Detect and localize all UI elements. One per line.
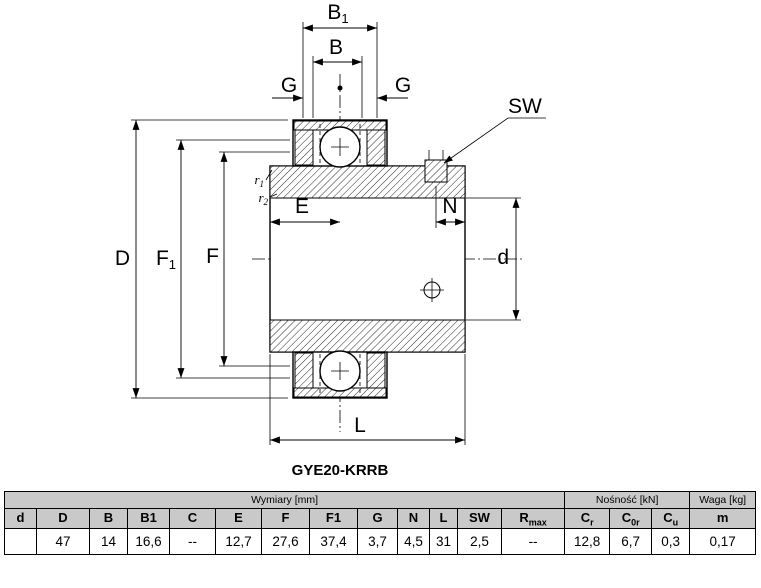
- bearing-inner-ring: [269, 165, 466, 353]
- dim-label-n: N: [442, 195, 457, 218]
- value-b1: 16,6: [127, 528, 170, 555]
- fillet-radius-labels: r1 r2: [254, 169, 278, 207]
- dim-label-g-right: G: [395, 74, 411, 97]
- dimension-b1: B1: [302, 1, 378, 118]
- bearing-top-section: [292, 119, 388, 168]
- value-cap-d: 47: [36, 528, 90, 555]
- dimension-f1: F1: [156, 139, 290, 379]
- value-l: 31: [429, 528, 458, 555]
- value-m: 0,17: [689, 528, 757, 555]
- dimension-d-bore: d: [466, 197, 521, 321]
- col-header-l: L: [429, 508, 458, 529]
- dim-label-e: E: [295, 195, 309, 218]
- dimension-f: F: [206, 151, 290, 367]
- col-header-cr: Cr: [564, 508, 611, 529]
- table-header-row: d D B B1 C E F F1 G N L SW Rmax Cr C0r C…: [4, 508, 757, 529]
- value-cr: 12,8: [564, 528, 611, 555]
- value-d: [4, 528, 37, 555]
- table-value-row: 47 14 16,6 -- 12,7 27,6 37,4 3,7 4,5 31 …: [4, 528, 757, 555]
- callout-sw: SW: [443, 95, 546, 164]
- value-c0r: 6,7: [609, 528, 653, 555]
- col-header-cap-d: D: [36, 508, 90, 529]
- table-group-row: Wymiary [mm] Nośność [kN] Waga [kg]: [3, 491, 757, 509]
- col-header-b: B: [89, 508, 128, 529]
- dimension-d-outer: D: [115, 119, 288, 399]
- value-c: --: [169, 528, 216, 555]
- dim-label-b: B: [329, 36, 343, 59]
- col-header-f: F: [261, 508, 310, 529]
- col-header-d: d: [4, 508, 37, 529]
- bearing-bottom-section: [292, 350, 388, 399]
- col-header-n: N: [397, 508, 430, 529]
- col-header-c0r: C0r: [609, 508, 653, 529]
- value-f: 27,6: [261, 528, 310, 555]
- col-header-cu: Cu: [651, 508, 691, 529]
- value-n: 4,5: [397, 528, 430, 555]
- dimension-b: B: [312, 36, 363, 118]
- dim-label-sw: SW: [508, 95, 542, 118]
- col-header-rmax: Rmax: [500, 508, 566, 529]
- dim-label-d-outer: D: [115, 247, 130, 270]
- dimension-g: G G: [272, 74, 411, 102]
- dim-label-g-left: G: [281, 74, 297, 97]
- dimension-e: E: [270, 195, 340, 226]
- dim-label-r1: r1: [254, 172, 264, 189]
- bearing-technical-drawing: B1 B G G SW D F1 F: [115, 1, 546, 445]
- value-f1: 37,4: [309, 528, 358, 555]
- col-header-f1: F1: [309, 508, 358, 529]
- group-header-dimensions: Wymiary [mm]: [3, 491, 566, 509]
- value-g: 3,7: [357, 528, 398, 555]
- col-header-c: C: [169, 508, 216, 529]
- dim-label-b1: B1: [327, 1, 348, 26]
- center-reference-dot: [337, 85, 343, 91]
- col-header-b1: B1: [127, 508, 170, 529]
- group-header-load-rating: Nośność [kN]: [564, 491, 691, 509]
- value-cu: 0,3: [651, 528, 691, 555]
- specification-table: Wymiary [mm] Nośność [kN] Waga [kg] d D …: [3, 491, 757, 555]
- col-header-g: G: [357, 508, 398, 529]
- dim-label-d-bore: d: [497, 246, 509, 269]
- lubrication-hole: [420, 278, 444, 302]
- dim-label-f: F: [206, 245, 219, 268]
- dim-label-f1: F1: [156, 247, 176, 272]
- dim-label-r2: r2: [258, 190, 268, 207]
- value-e: 12,7: [215, 528, 262, 555]
- col-header-e: E: [215, 508, 262, 529]
- group-header-weight: Waga [kg]: [689, 491, 757, 509]
- dimension-n: N: [435, 186, 465, 228]
- set-screw: [424, 150, 448, 183]
- dimension-l: L: [269, 354, 466, 445]
- col-header-sw: SW: [457, 508, 502, 529]
- col-header-m: m: [689, 508, 757, 529]
- drawing-title: GYE20-KRRB: [291, 462, 389, 479]
- value-sw: 2,5: [457, 528, 502, 555]
- value-b: 14: [89, 528, 128, 555]
- value-rmax: --: [500, 528, 566, 555]
- dim-label-l: L: [354, 414, 366, 437]
